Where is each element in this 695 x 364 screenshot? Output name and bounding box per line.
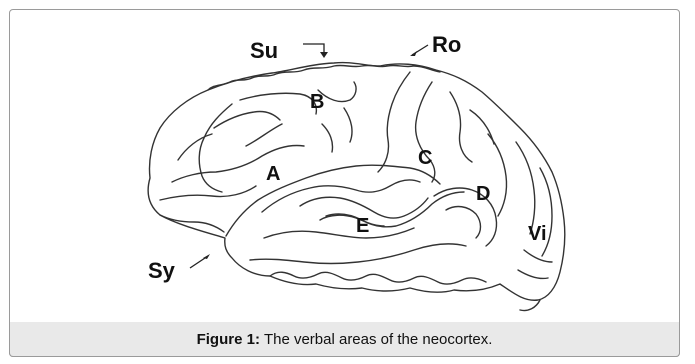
sulcus-b-1: [317, 81, 357, 103]
area-d-inner: [445, 205, 482, 239]
frontal-sulcus-2: [213, 110, 281, 129]
frontal-sulcus-3: [177, 133, 213, 161]
label-ro: Ro: [432, 32, 461, 57]
top-gyri-edge: [207, 64, 441, 91]
temporal-gyrus-inner: [299, 196, 429, 219]
central-sulcus: [377, 71, 411, 173]
parietal-sulcus-3: [487, 133, 508, 217]
sulcus-b-2: [343, 107, 353, 143]
label-su: Su: [250, 38, 278, 63]
caption-prefix: Figure 1:: [196, 330, 260, 348]
sulcus-b-3: [321, 123, 334, 153]
figure-caption: Figure 1: The verbal areas of the neocor…: [9, 322, 680, 357]
occipital-sulcus-4: [517, 269, 549, 280]
cortex-outline: [147, 61, 566, 301]
su-arrow: [303, 43, 325, 55]
occipital-sulcus-2: [539, 167, 553, 257]
postcentral-sulcus: [414, 81, 436, 183]
label-sy: Sy: [148, 258, 176, 283]
temporal-sulcus-mid: [325, 191, 465, 228]
frontal-sulcus-6: [245, 123, 283, 147]
sy-arrowhead: [203, 254, 210, 259]
temporal-sulcus-lower: [263, 227, 415, 239]
frontal-sulcus-4: [171, 144, 305, 183]
occipital-sulcus-1: [515, 141, 536, 235]
bottom-gyri-edge: [269, 271, 487, 285]
frontal-sulcus-5: [159, 185, 257, 201]
su-arrowhead: [320, 52, 328, 58]
area-e-contour: [319, 214, 385, 227]
lower-frontal-edge: [159, 214, 225, 233]
area-label-d: D: [476, 183, 490, 205]
ro-arrowhead: [410, 51, 417, 56]
parietal-sulcus-1: [449, 91, 473, 163]
occipital-sulcus-3: [523, 249, 553, 263]
area-label-vi: Vi: [528, 223, 547, 245]
occipital-tail: [519, 299, 541, 312]
parietal-sulcus-2: [469, 109, 495, 145]
figure-frame: [9, 9, 680, 357]
caption-text: The verbal areas of the neocortex.: [263, 330, 493, 348]
frontal-sulcus-1: [239, 92, 318, 115]
area-label-b: B: [310, 91, 324, 113]
temporal-sulcus-bottom: [249, 243, 467, 265]
sylvian-fissure: [225, 164, 441, 237]
frontal-inner-contour: [198, 103, 233, 193]
area-label-e: E: [356, 215, 369, 237]
temporal-gyrus-upper: [261, 179, 421, 213]
area-label-a: A: [266, 163, 280, 185]
area-d-contour: [433, 187, 498, 247]
area-label-c: C: [418, 147, 432, 169]
